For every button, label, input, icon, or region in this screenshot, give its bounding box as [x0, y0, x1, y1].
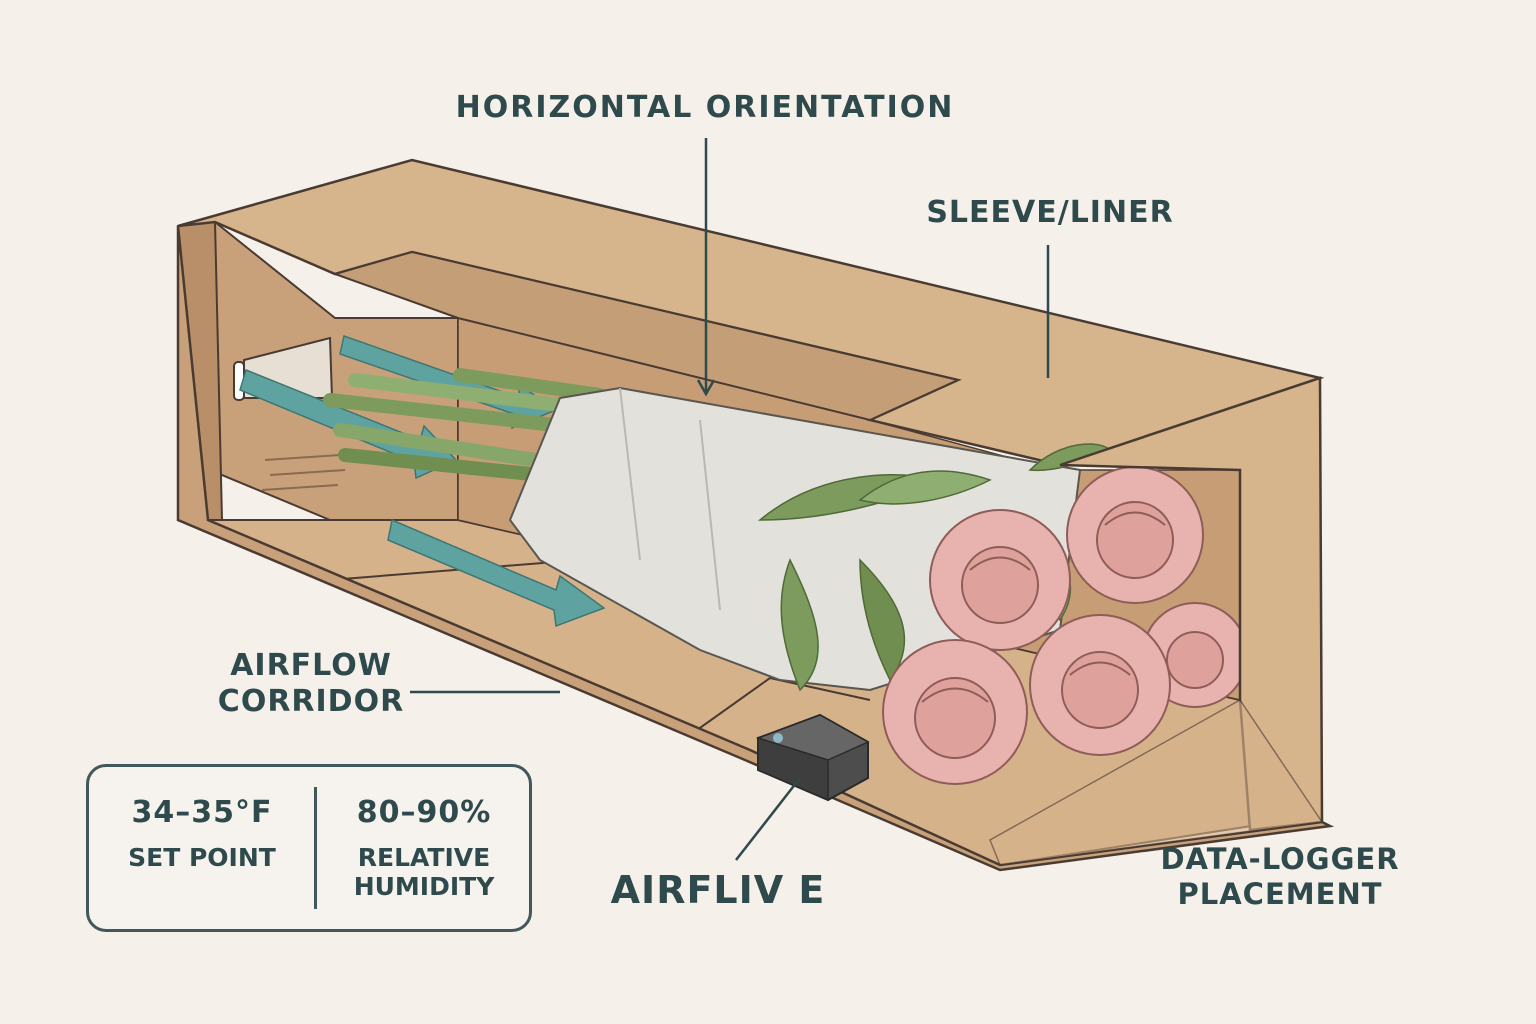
data-logger-line-1: DATA-LOGGER — [1160, 842, 1400, 876]
airflive-leader — [735, 777, 801, 861]
storage-spec-panel: 34–35°F SET POINT 80–90% RELATIVE HUMIDI… — [86, 764, 532, 932]
humidity-value: 80–90% — [356, 795, 492, 830]
temperature-value: 34–35°F — [131, 795, 273, 830]
airflow-corridor-line-2: CORRIDOR — [217, 684, 405, 719]
box-top — [177, 158, 1325, 467]
humidity-caption-line-2: HUMIDITY — [353, 871, 495, 901]
data-logger-line-2: PLACEMENT — [1177, 876, 1383, 911]
peony-2 — [929, 509, 1071, 651]
temperature-spec: 34–35°F SET POINT — [93, 795, 311, 873]
data-logger-placement-label: DATA-LOGGER PLACEMENT — [1130, 842, 1430, 912]
airflow-corridor-label: AIRFLOW CORRIDOR — [196, 648, 426, 720]
peony-4 — [1029, 614, 1171, 756]
spec-divider — [314, 787, 317, 909]
callout-lines — [410, 138, 1050, 861]
peonies — [882, 466, 1248, 785]
humidity-spec: 80–90% RELATIVE HUMIDITY — [315, 795, 533, 902]
humidity-caption-line-1: RELATIVE — [357, 843, 491, 872]
peony-5 — [882, 639, 1028, 785]
airflow-arrow-bottom — [387, 518, 606, 628]
airflow-corridor-line-1: AIRFLOW — [230, 648, 392, 683]
box-front — [176, 225, 1335, 872]
horizontal-orientation-label: HORIZONTAL ORIENTATION — [455, 90, 955, 125]
data-logger — [755, 713, 870, 802]
airflive-label: AIRFLIV E — [610, 868, 826, 912]
sleeve-liner — [508, 386, 1082, 692]
sleeve-liner-label: SLEEVE/LINER — [926, 195, 1174, 230]
peony-1 — [1066, 466, 1204, 604]
temperature-caption: SET POINT — [128, 843, 276, 872]
